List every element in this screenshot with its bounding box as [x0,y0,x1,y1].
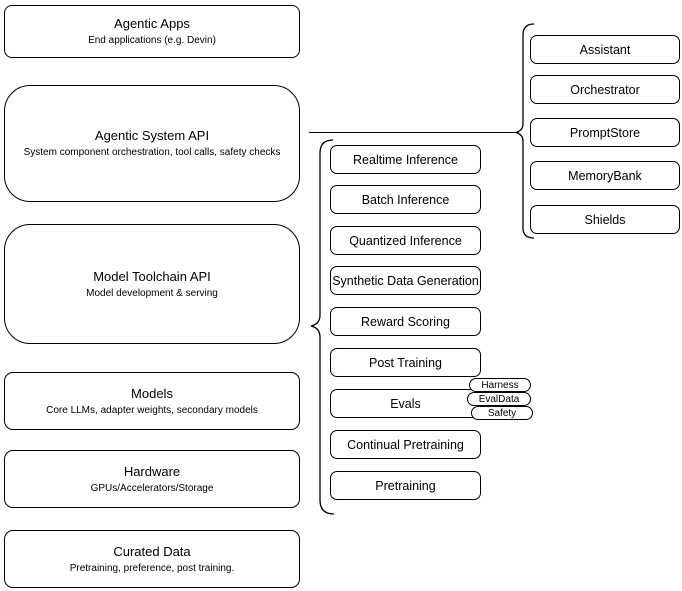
node-label: Evals [390,396,421,411]
node-label: Quantized Inference [349,233,462,248]
tag-label: Harness [481,379,519,391]
node-models[interactable]: Models Core LLMs, adapter weights, secon… [4,372,300,430]
node-reward-scoring[interactable]: Reward Scoring [330,307,481,336]
node-synthetic-data-generation[interactable]: Synthetic Data Generation [330,266,481,295]
tag-safety[interactable]: Safety [471,406,533,420]
node-memorybank[interactable]: MemoryBank [530,161,680,190]
node-subtitle: Model development & serving [86,287,218,299]
node-subtitle: End applications (e.g. Devin) [88,35,216,46]
node-realtime-inference[interactable]: Realtime Inference [330,145,481,174]
node-batch-inference[interactable]: Batch Inference [330,185,481,214]
node-label: MemoryBank [568,168,642,183]
node-label: Continual Pretraining [347,437,464,452]
node-orchestrator[interactable]: Orchestrator [530,75,680,104]
node-agentic-apps[interactable]: Agentic Apps End applications (e.g. Devi… [4,5,300,58]
node-shields[interactable]: Shields [530,205,680,234]
node-subtitle: System component orchestration, tool cal… [23,147,281,158]
node-label: Realtime Inference [353,152,458,167]
node-label: Synthetic Data Generation [332,273,479,288]
node-title: Hardware [123,463,181,479]
node-label: Shields [584,212,626,227]
node-continual-pretraining[interactable]: Continual Pretraining [330,430,481,459]
middle-group-brace [310,139,335,515]
node-label: PromptStore [569,125,641,140]
node-subtitle: GPUs/Accelerators/Storage [90,482,214,494]
node-label: Orchestrator [570,82,640,97]
node-promptstore[interactable]: PromptStore [530,118,680,147]
node-subtitle: Pretraining, preference, post training. [69,562,235,574]
node-title: Model Toolchain API [93,268,211,284]
node-label: Reward Scoring [361,314,450,329]
node-label: Batch Inference [361,192,450,207]
tag-label: Safety [487,407,517,419]
tag-harness[interactable]: Harness [469,378,531,392]
node-subtitle: Core LLMs, adapter weights, secondary mo… [46,404,258,416]
node-evals[interactable]: Evals [330,389,481,418]
node-title: Agentic System API [94,128,210,143]
node-hardware[interactable]: Hardware GPUs/Accelerators/Storage [4,450,300,508]
node-title: Curated Data [113,543,191,559]
tag-evaldata[interactable]: EvalData [467,392,531,406]
node-post-training[interactable]: Post Training [330,348,481,377]
node-label: Assistant [579,42,631,57]
node-agentic-system-api[interactable]: Agentic System API System component orch… [4,85,300,202]
node-label: Pretraining [375,478,436,493]
node-title: Models [131,385,173,401]
node-assistant[interactable]: Assistant [530,35,680,64]
node-pretraining[interactable]: Pretraining [330,471,481,500]
node-title: Agentic Apps [114,16,190,31]
node-quantized-inference[interactable]: Quantized Inference [330,226,481,255]
node-model-toolchain-api[interactable]: Model Toolchain API Model development & … [4,224,300,344]
node-curated-data[interactable]: Curated Data Pretraining, preference, po… [4,530,300,588]
tag-label: EvalData [478,393,520,405]
node-label: Post Training [369,355,442,370]
